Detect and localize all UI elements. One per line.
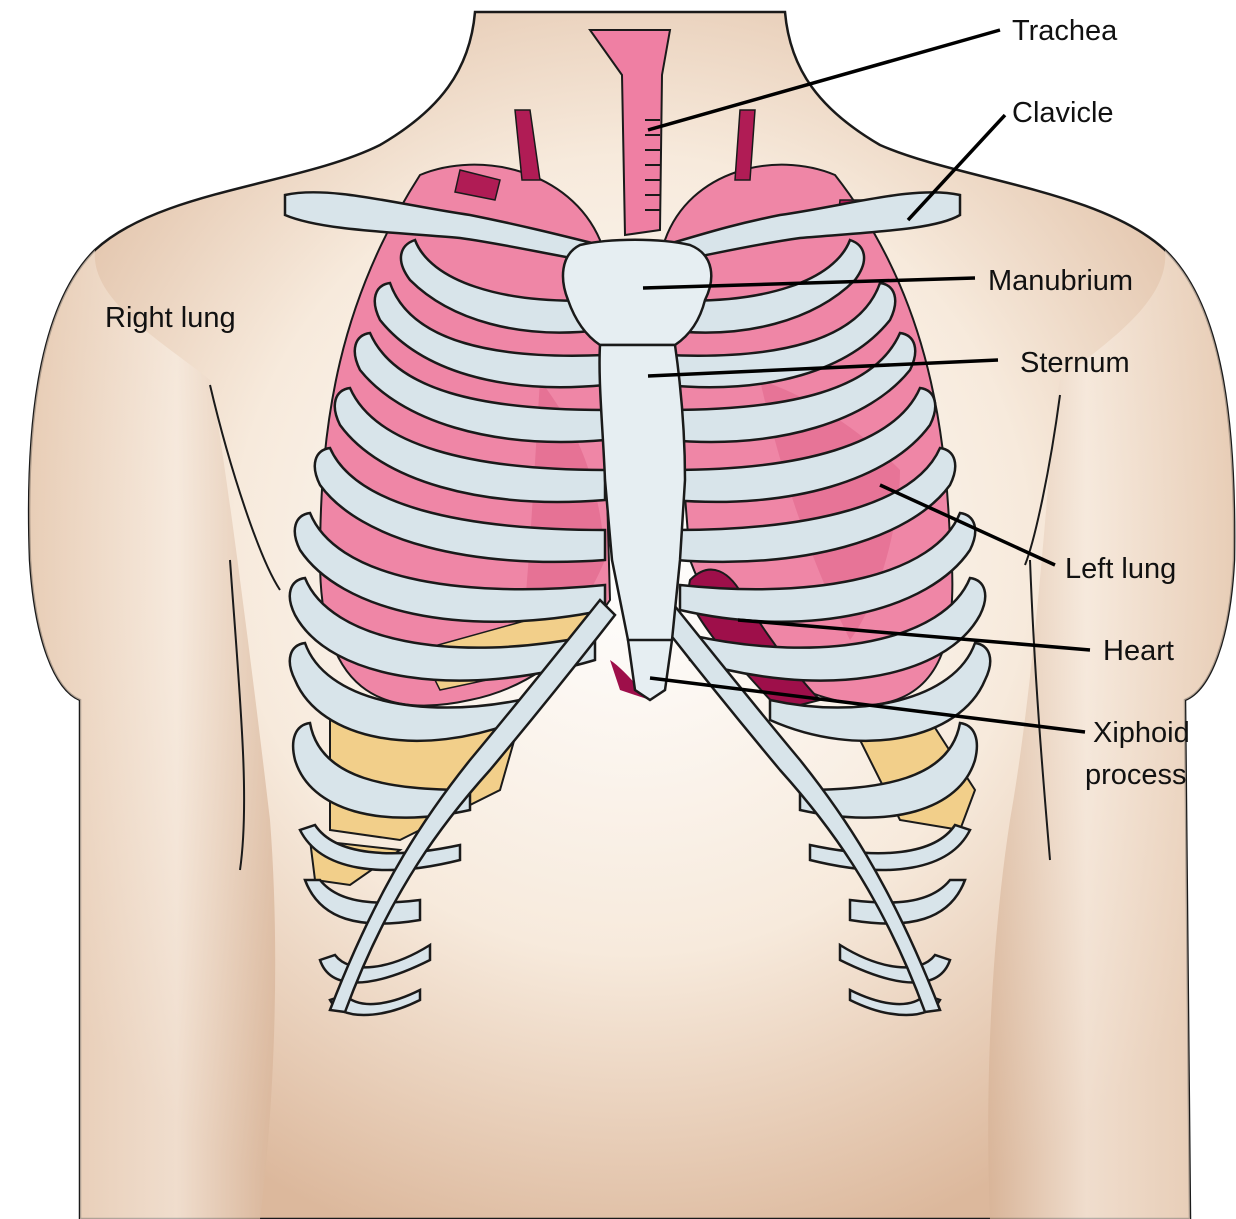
label-manubrium: Manubrium xyxy=(988,265,1133,297)
label-clavicle: Clavicle xyxy=(1012,97,1114,129)
label-xiphoid-line1: Xiphoid xyxy=(1093,717,1190,749)
label-heart: Heart xyxy=(1103,635,1174,667)
label-left-lung: Left lung xyxy=(1065,553,1176,585)
label-xiphoid-line2: process xyxy=(1085,759,1187,791)
label-right-lung: Right lung xyxy=(105,302,236,334)
label-sternum: Sternum xyxy=(1020,347,1130,379)
label-trachea: Trachea xyxy=(1012,15,1118,47)
